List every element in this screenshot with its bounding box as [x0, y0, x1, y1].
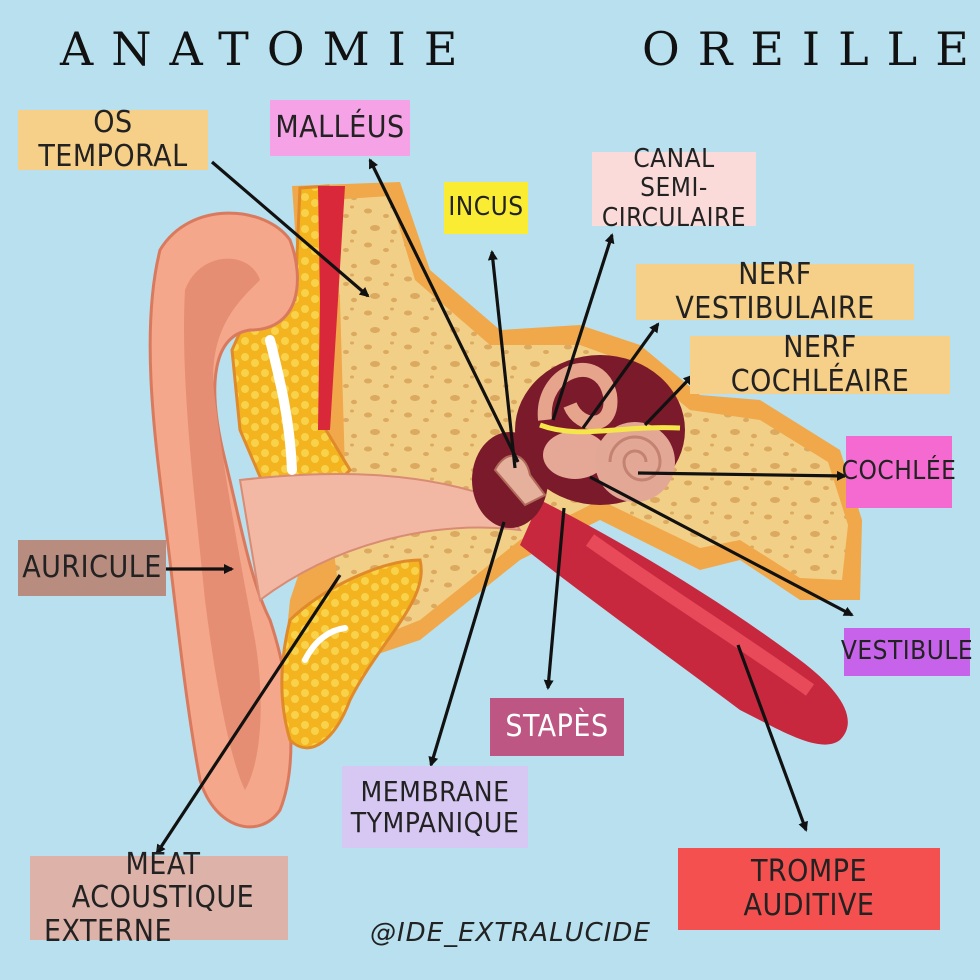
label-trompe-auditive: TROMPE AUDITIVE [678, 848, 940, 930]
cochlea-shape [595, 422, 675, 502]
pointer-arrows [155, 158, 854, 855]
label-canal-line-1: CANAL SEMI- [633, 144, 715, 204]
auricle-inner [184, 258, 261, 790]
label-malleus: MALLÉUS [270, 100, 410, 156]
label-stapes: STAPÈS [490, 698, 624, 756]
vestibule-shape [543, 431, 607, 479]
label-membrane-tympanique: MEMBRANE TYMPANIQUE [342, 766, 528, 848]
label-membrane-line-1: MEMBRANE [360, 774, 510, 808]
ossicles [493, 454, 547, 507]
eustachian-tube [520, 500, 848, 745]
muscle-strip [318, 186, 345, 430]
label-cochlee: COCHLÉE [842, 436, 956, 508]
label-canal-line-2: CIRCULAIRE [601, 202, 747, 233]
label-meat-line-1: MÉAT ACOUSTIQUE [71, 846, 255, 916]
label-os-temporal: OS TEMPORAL [18, 106, 208, 173]
label-membrane-line-2: TYMPANIQUE [350, 806, 520, 839]
label-incus: INCUS [444, 182, 528, 234]
label-vestibule: VESTIBULE [841, 628, 973, 676]
label-nerf-cochleaire: NERF COCHLÉAIRE [690, 331, 950, 398]
ear-canal [238, 473, 523, 602]
label-auricule: AURICULE [18, 540, 166, 596]
title-oreille: OREILLE [642, 22, 980, 76]
credit-handle: @IDE_EXTRALUCIDE [370, 918, 651, 948]
label-meat-acoustique-externe: MÉAT ACOUSTIQUE EXTERNE [30, 847, 288, 948]
label-nerf-vestibulaire: NERF VESTIBULAIRE [636, 258, 914, 325]
nerves [539, 422, 681, 435]
title-anatomie: ANATOMIE [60, 22, 476, 76]
label-meat-line-2: EXTERNE [44, 913, 173, 949]
fat-pad-lower [280, 558, 423, 750]
label-canal-semi-circulaire: CANAL SEMI- CIRCULAIRE [592, 145, 756, 232]
